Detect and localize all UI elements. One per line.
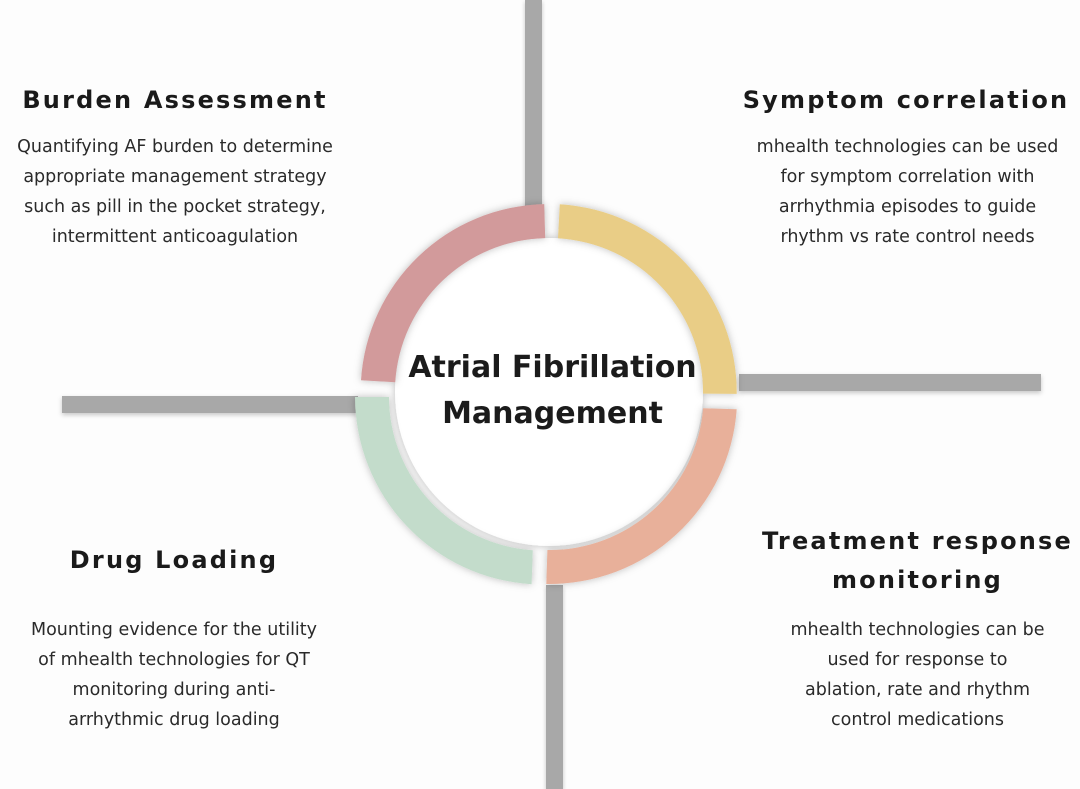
drug-heading: Drug Loading [0,541,348,580]
treatment-heading-line-1: Treatment response [761,527,1074,555]
burden-text-line-3: such as pill in the pocket strategy, [24,197,326,217]
burden-heading: Burden Assessment [0,81,350,120]
burden-heading-line-1: Burden Assessment [22,86,328,114]
center-title-line-2: Management [442,396,663,431]
bar-bottom [546,585,563,789]
connector-bars [62,0,1041,789]
drug-description: Mounting evidence for the utility of mhe… [0,615,348,735]
symptom-text-line-2: for symptom correlation with [780,167,1035,187]
arc-treatment [546,408,737,585]
arc-burden [361,204,546,383]
drug-text-line-1: Mounting evidence for the utility [30,620,318,640]
symptom-text-line-3: arrhythmia episodes to guide [778,197,1037,217]
treatment-text-line-1: mhealth technologies can be [790,620,1045,640]
bar-top [525,0,542,218]
burden-description: Quantifying AF burden to determine appro… [0,132,360,252]
treatment-description: mhealth technologies can be used for res… [745,615,1080,735]
arc-symptom [558,204,737,394]
bar-right [739,374,1041,391]
arc-drug [355,397,533,585]
treatment-heading: Treatment response monitoring [745,522,1080,600]
symptom-description: mhealth technologies can be used for sym… [735,132,1080,252]
drug-text-line-4: arrhythmic drug loading [68,710,280,730]
burden-text-line-4: intermittent anticoagulation [51,227,299,247]
treatment-text-line-4: control medications [831,710,1004,730]
treatment-text-line-3: ablation, rate and rhythm [805,680,1030,700]
drug-heading-line-1: Drug Loading [69,546,279,574]
symptom-heading-line-1: Symptom correlation [742,86,1070,114]
drug-text-line-3: monitoring during anti- [72,680,276,700]
burden-text-line-2: appropriate management strategy [23,167,327,187]
treatment-heading-line-2: monitoring [831,566,1004,594]
symptom-heading: Symptom correlation [732,81,1080,120]
center-title-line-1: Atrial Fibrillation [408,350,697,385]
symptom-text-line-4: rhythm vs rate control needs [780,227,1035,247]
bar-left [62,396,358,413]
symptom-text-line-1: mhealth technologies can be used [756,137,1059,157]
ring [355,204,737,585]
center-disk [395,238,703,546]
drug-text-line-2: of mhealth technologies for QT [38,650,310,670]
center-title: Atrial Fibrillation Management [380,345,725,437]
treatment-text-line-2: used for response to [827,650,1008,670]
burden-text-line-1: Quantifying AF burden to determine [17,137,333,157]
